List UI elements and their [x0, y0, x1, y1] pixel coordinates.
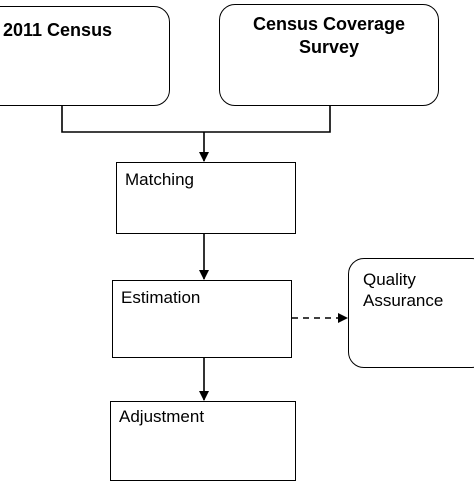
- qa-line-2: Assurance: [363, 291, 444, 310]
- qa-line-1: Quality: [363, 270, 416, 289]
- node-adjustment-label: Adjustment: [119, 407, 205, 426]
- node-census-coverage-survey-label: Census Coverage Survey: [220, 13, 438, 59]
- node-quality-assurance-label: Quality Assurance: [363, 269, 443, 311]
- node-matching-label: Matching: [125, 170, 194, 189]
- ccs-line-1: Census Coverage: [252, 14, 406, 34]
- node-census-coverage-survey: Census Coverage Survey: [219, 4, 439, 106]
- edge-census-to-matching: [61, 106, 204, 133]
- node-estimation-label: Estimation: [121, 288, 201, 307]
- node-2011-census: 2011 Census: [0, 6, 170, 106]
- node-matching: Matching: [116, 162, 296, 234]
- node-2011-census-label: 2011 Census: [3, 20, 113, 40]
- node-quality-assurance: Quality Assurance: [348, 258, 474, 368]
- edge-ccs-to-matching: [204, 106, 331, 133]
- node-estimation: Estimation: [112, 280, 292, 358]
- ccs-line-2: Survey: [298, 37, 360, 57]
- node-adjustment: Adjustment: [110, 401, 296, 481]
